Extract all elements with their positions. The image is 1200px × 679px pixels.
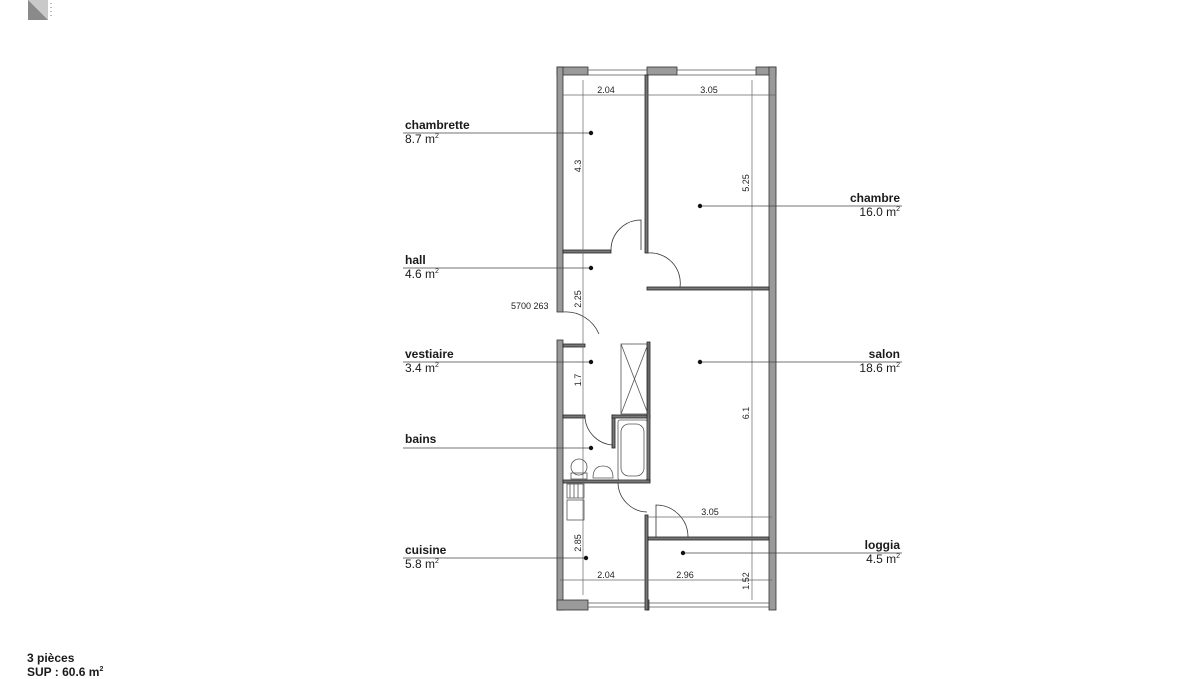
doors (562, 219, 689, 538)
dim-label: 3.05 (700, 85, 718, 95)
room-label-bains: bains (405, 432, 437, 446)
room-label-cuisine: cuisine 5.8 m2 (405, 543, 447, 571)
leader-lines (403, 132, 902, 559)
walls (556, 66, 777, 611)
dim-label: 2.85 (573, 534, 583, 552)
dimension-labels: 2.04 3.05 4.3 5.25 2.25 1.7 6.1 3.05 2.8… (573, 85, 751, 590)
dimension-lines (560, 80, 776, 600)
dim-label: 3.05 (701, 507, 719, 517)
room-label-hall: hall 4.6 m2 (405, 253, 439, 281)
room-markers (583, 130, 703, 561)
dim-label: 6.1 (741, 407, 751, 420)
fixtures (566, 343, 649, 521)
dim-label: 1.52 (741, 572, 751, 590)
dim-label: 2.04 (597, 570, 615, 580)
dim-label: 2.25 (573, 290, 583, 308)
room-label-chambre: chambre 16.0 m2 (849, 191, 900, 219)
dim-label: 5.25 (741, 174, 751, 192)
rooms-count: 3 pièces (27, 651, 75, 665)
surface-total: SUP : 60.6 m2 (27, 665, 104, 679)
dim-label: 1.7 (573, 374, 583, 387)
window-lines (588, 69, 769, 608)
room-label-loggia: loggia 4.5 m2 (864, 538, 900, 566)
room-label-salon: salon 18.6 m2 (859, 347, 900, 375)
dim-label: 4.3 (573, 160, 583, 173)
room-label-chambrette: chambrette 8.7 m2 (405, 118, 470, 146)
dim-label: 2.04 (597, 85, 615, 95)
dim-label: 2.96 (676, 570, 694, 580)
logo-icon (28, 0, 52, 20)
interior-walls (562, 74, 770, 611)
plan-reference: 5700 263 (511, 301, 549, 311)
room-label-vestiaire: vestiaire 3.4 m2 (405, 347, 454, 375)
